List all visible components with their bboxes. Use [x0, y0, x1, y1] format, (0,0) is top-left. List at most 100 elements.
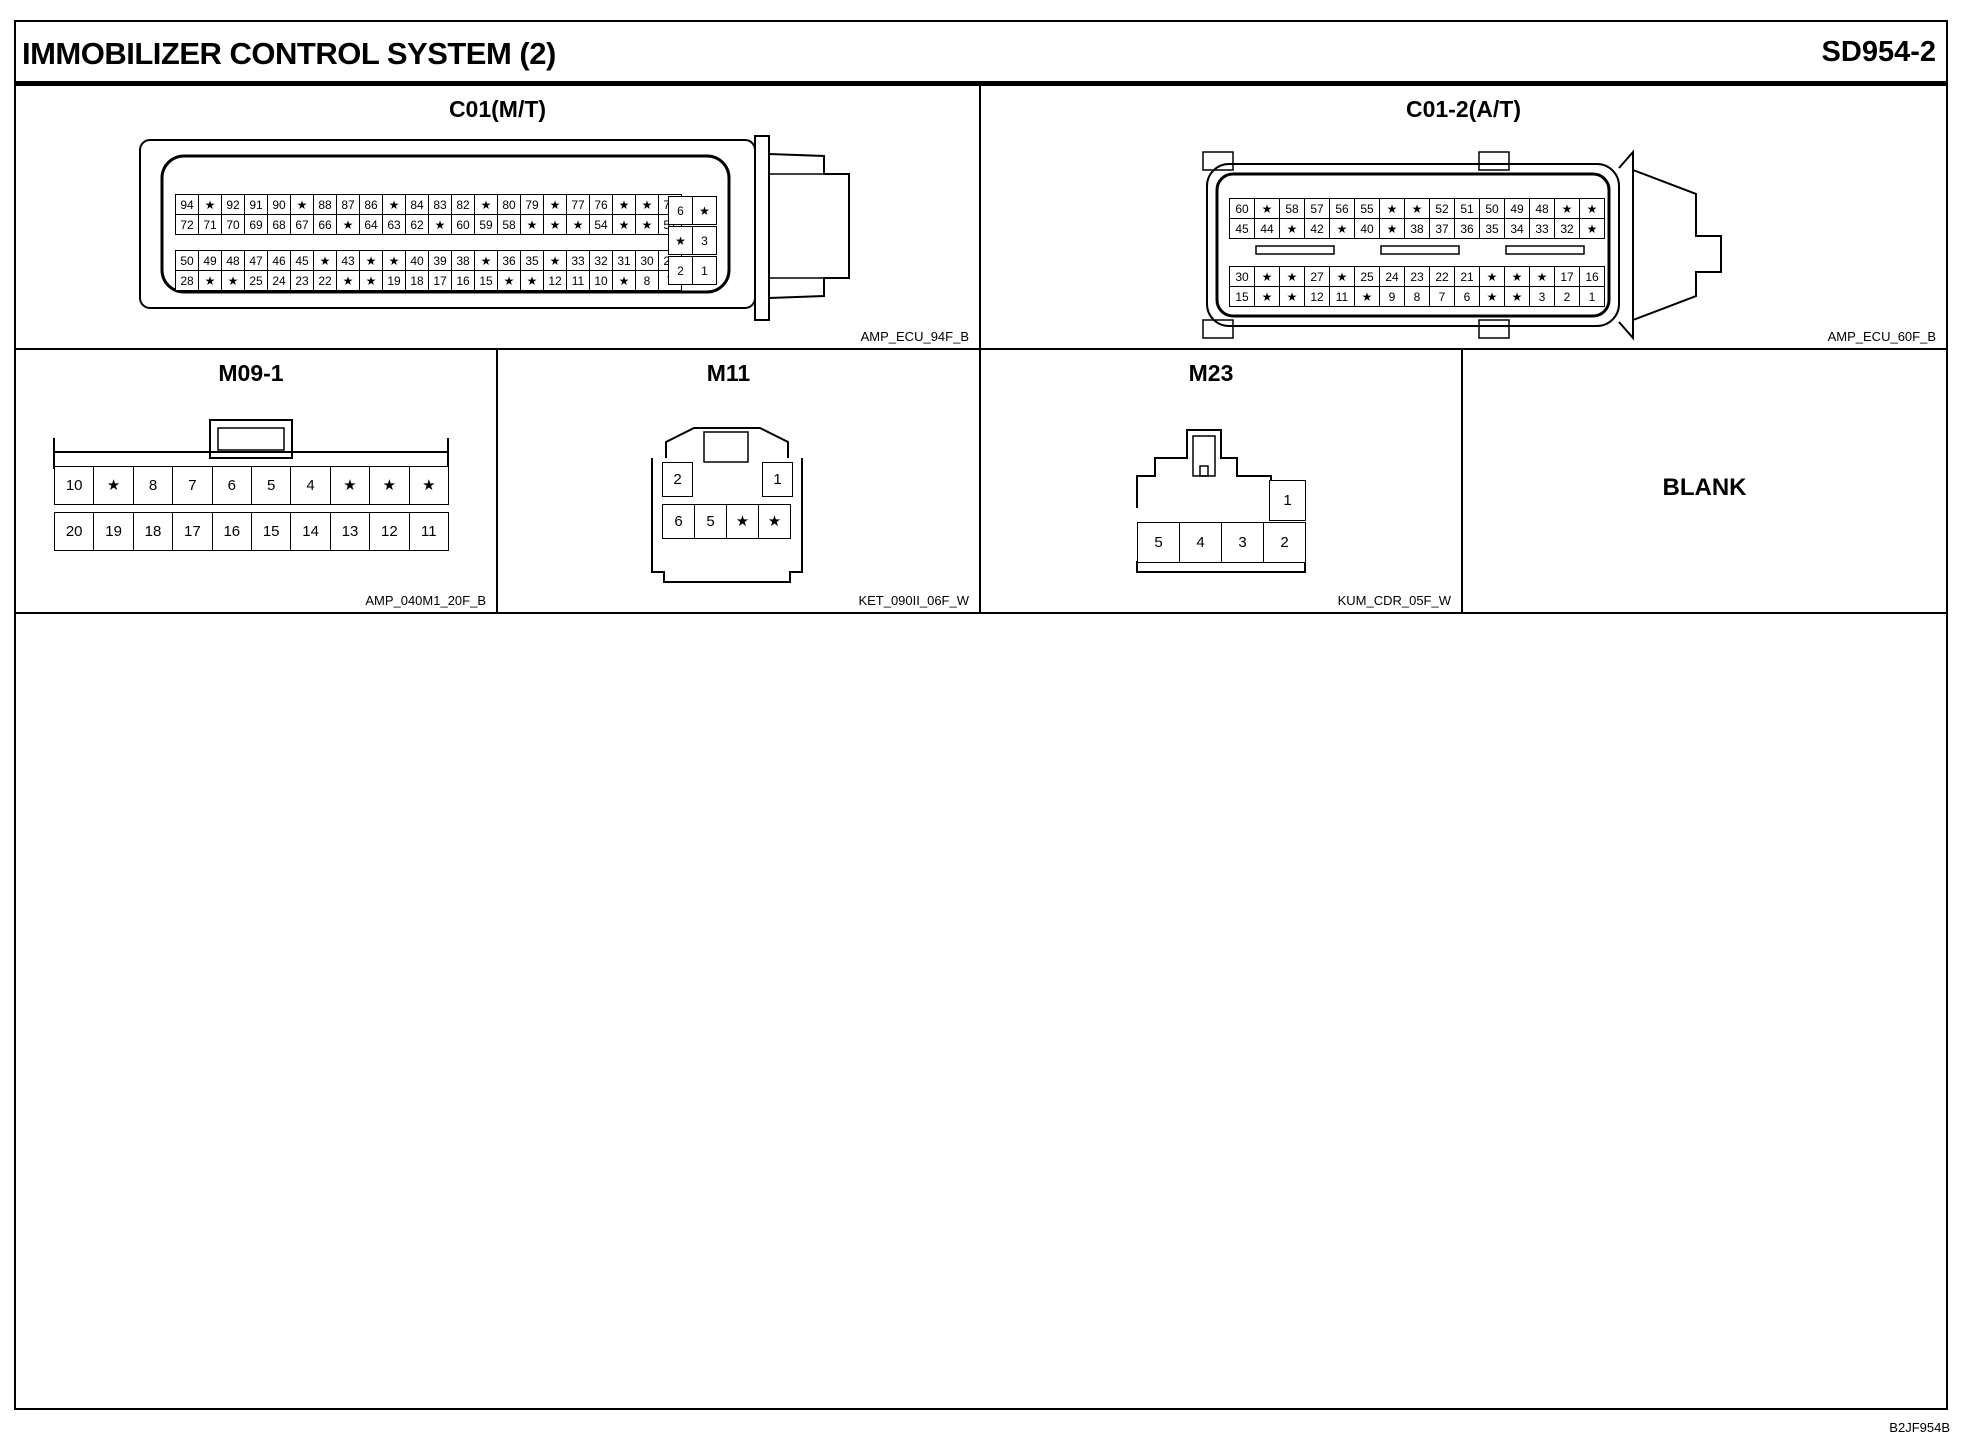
connector-pin: ★ — [1479, 266, 1505, 287]
page-title: IMMOBILIZER CONTROL SYSTEM (2) — [22, 36, 556, 71]
connector-pin: 5 — [251, 466, 292, 505]
connector-pin: 56 — [1329, 198, 1355, 219]
diagram-sheet: IMMOBILIZER CONTROL SYSTEM (2) SD954-2 C… — [14, 20, 1948, 1410]
connector-pin: 45 — [1229, 218, 1255, 239]
connector-pin: 40 — [1354, 218, 1380, 239]
connector-pin: ★ — [369, 466, 410, 505]
connector-pin: 19 — [93, 512, 134, 551]
connector-pin: 32 — [1554, 218, 1580, 239]
connector-pin: 45 — [290, 250, 314, 271]
connector-pin: 36 — [497, 250, 521, 271]
connector-pin: 86 — [359, 194, 383, 215]
connector-pin: 30 — [1229, 266, 1255, 287]
connector-pin: 20 — [54, 512, 95, 551]
connector-pin: 90 — [267, 194, 291, 215]
connector-pin: 57 — [1304, 198, 1330, 219]
connector-pin: 8 — [132, 466, 174, 505]
connector-pin: 44 — [1254, 218, 1280, 239]
connector-pin: ★ — [1379, 198, 1405, 219]
connector-pin: 13 — [329, 512, 371, 551]
connector-pin: ★ — [93, 466, 134, 505]
connector-pin: 17 — [1554, 266, 1580, 287]
connector-pin: 77 — [566, 194, 590, 215]
connector-pin: 16 — [211, 512, 252, 551]
connector-pin: 5 — [1137, 522, 1180, 563]
connector-pin: ★ — [1329, 266, 1355, 287]
connector-pin: 2 — [1554, 286, 1580, 307]
part-code-m11: KET_090II_06F_W — [858, 593, 969, 608]
connector-pin: ★ — [543, 250, 567, 271]
connector-pin: ★ — [635, 214, 659, 235]
connector-title-m11: M11 — [706, 360, 751, 386]
connector-pin: 48 — [1529, 198, 1555, 219]
connector-pin: 30 — [635, 250, 659, 271]
connector-pin: 50 — [175, 250, 199, 271]
connector-pin: 11 — [1329, 286, 1355, 307]
connector-pin: 92 — [221, 194, 245, 215]
connector-pin: 7 — [1429, 286, 1455, 307]
connector-pin: 18 — [132, 512, 174, 551]
connector-pin: 19 — [382, 270, 406, 291]
connector-pin: ★ — [382, 194, 406, 215]
connector-pin: 3 — [1221, 522, 1264, 563]
connector-pin: ★ — [758, 504, 791, 539]
connector-pin: ★ — [1404, 198, 1430, 219]
connector-pin: 60 — [1229, 198, 1255, 219]
connector-pin: 58 — [497, 214, 521, 235]
panel-blank: BLANK — [1463, 350, 1946, 614]
connector-pin: 10 — [589, 270, 613, 291]
connector-pin: 1 — [692, 256, 717, 285]
connector-pin: 17 — [172, 512, 213, 551]
connector-pin: 25 — [244, 270, 268, 291]
connector-pin: 11 — [408, 512, 449, 551]
connector-pin: 4 — [1179, 522, 1222, 563]
connector-pin: 32 — [589, 250, 613, 271]
connector-pin: ★ — [359, 250, 383, 271]
connector-pin: ★ — [336, 214, 360, 235]
connector-pin: 43 — [336, 250, 360, 271]
connector-pin: 59 — [474, 214, 498, 235]
connector-pin: ★ — [221, 270, 245, 291]
connector-pin: 15 — [1229, 286, 1255, 307]
connector-pin: ★ — [382, 250, 406, 271]
connector-pin: 91 — [244, 194, 268, 215]
connector-pin: 15 — [474, 270, 498, 291]
connector-pin: ★ — [543, 214, 567, 235]
connector-pin: 35 — [1479, 218, 1505, 239]
connector-pin: 22 — [313, 270, 337, 291]
connector-pin: 3 — [692, 226, 717, 255]
connector-pin: 70 — [221, 214, 245, 235]
connector-pin: ★ — [1254, 286, 1280, 307]
connector-pin: ★ — [474, 194, 498, 215]
connector-pin: ★ — [198, 270, 222, 291]
connector-pin: 68 — [267, 214, 291, 235]
connector-pin: 47 — [244, 250, 268, 271]
connector-pin: 8 — [635, 270, 659, 291]
connector-pin: 83 — [428, 194, 452, 215]
connector-pin: 18 — [405, 270, 429, 291]
connector-pin: 39 — [428, 250, 452, 271]
m11-connector-housing — [651, 427, 803, 583]
connector-pin: 37 — [1429, 218, 1455, 239]
connector-pin: ★ — [474, 250, 498, 271]
connector-title-c01-2: C01-2(A/T) — [1405, 96, 1521, 122]
connector-pin: ★ — [543, 194, 567, 215]
connector-pin: 28 — [175, 270, 199, 291]
connector-pin: ★ — [1504, 266, 1530, 287]
connector-pin: 54 — [589, 214, 613, 235]
connector-pin: 1 — [1579, 286, 1605, 307]
connector-title-c01: C01(M/T) — [448, 96, 547, 122]
connector-pin: 48 — [221, 250, 245, 271]
connector-title-m23: M23 — [1188, 360, 1234, 386]
connector-pin: ★ — [359, 270, 383, 291]
connector-pin: ★ — [1254, 266, 1280, 287]
connector-pin: ★ — [635, 194, 659, 215]
connector-pin: 2 — [668, 256, 693, 285]
connector-pin: 33 — [566, 250, 590, 271]
connector-pin: ★ — [668, 226, 693, 255]
connector-pin: ★ — [612, 214, 636, 235]
connector-pin: 79 — [520, 194, 544, 215]
connector-pin: 14 — [290, 512, 331, 551]
